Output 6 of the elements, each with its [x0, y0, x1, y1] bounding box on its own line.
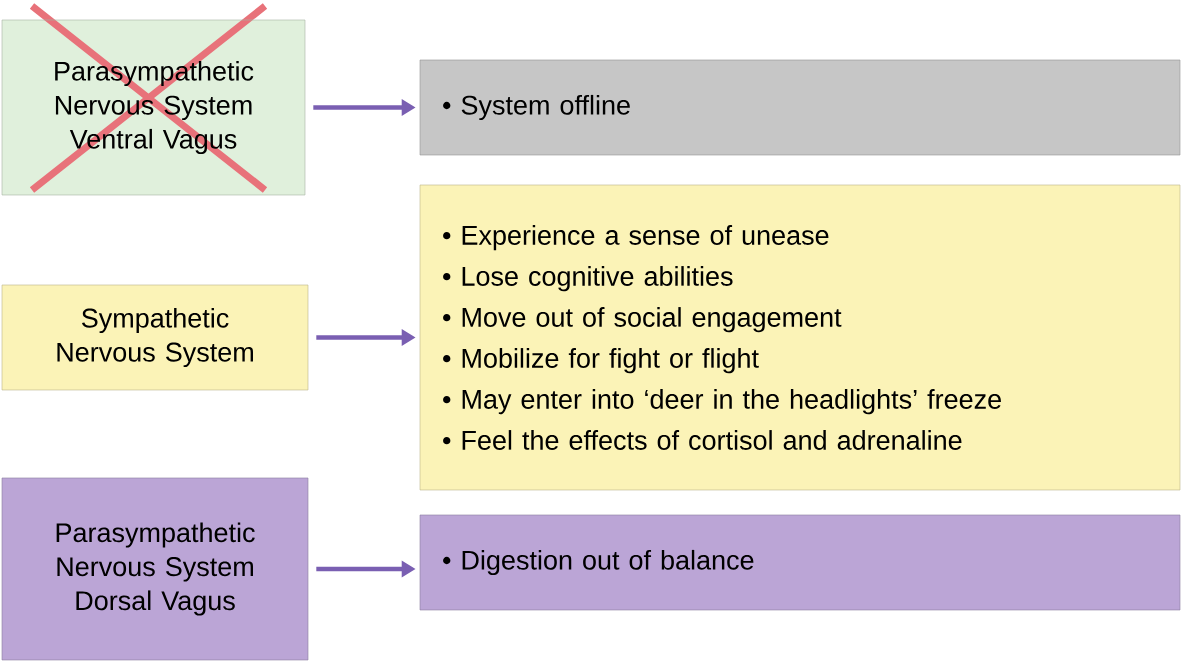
- effects-box: • Digestion out of balance: [419, 514, 1181, 611]
- system-box: Sympathetic Nervous System: [1, 284, 309, 391]
- system-box: Parasympathetic Nervous System Dorsal Vagus: [1, 477, 309, 661]
- effects-box: • System offline: [419, 59, 1181, 156]
- effects-box: • Experience a sense of unease • Lose cognitive abilities • Move out of social engagement • Mobilize for fight or flight • May enter into ‘deer in the headlights’ freeze • Feel the effects of cortisol and adrenaline: [419, 184, 1181, 491]
- system-box: Parasympathetic Nervous System Ventral Vagus: [1, 2, 306, 196]
